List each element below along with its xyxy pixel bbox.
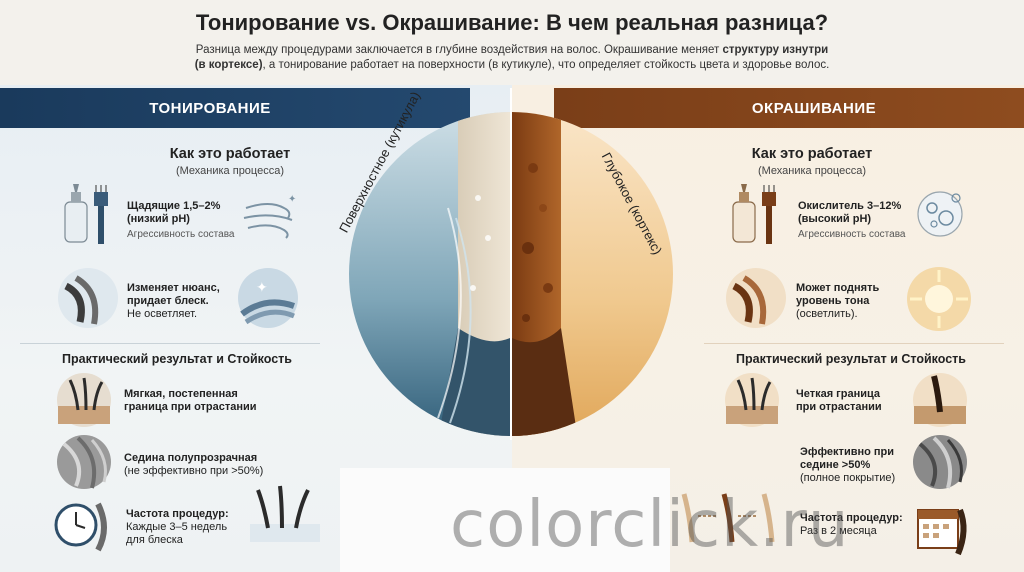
left-row2-bold2: придает блеск. xyxy=(127,295,209,307)
right-row2-text: Может поднять уровень тона (осветлить). xyxy=(796,282,916,321)
hair-cross-section-illustration xyxy=(338,88,684,440)
right-res2-line2: седине >50% xyxy=(800,459,871,471)
right-row2-bold2: уровень тона xyxy=(796,295,870,307)
right-row2-bold1: Может поднять xyxy=(796,282,880,294)
subtitle-bold2: (в кортексе) xyxy=(194,59,263,71)
gray-hair-icon xyxy=(56,434,112,495)
left-res3-bold: Частота процедур: xyxy=(126,508,229,520)
right-res2-text: Эффективно при седине >50% (полное покры… xyxy=(800,446,920,485)
right-res1-line2: при отрастании xyxy=(796,401,882,413)
left-row2-text: Изменяет нюанс, придает блеск. Не осветл… xyxy=(127,282,247,321)
gray-coverage-icon xyxy=(912,434,968,495)
left-res2-line2: (не эффективно при >50%) xyxy=(124,465,264,477)
right-res1-text: Четкая граница при отрастании xyxy=(796,388,916,414)
subtitle-bold1: структуру изнутри xyxy=(722,44,829,56)
bubbles-icon xyxy=(912,184,972,249)
left-res3-line2: Каждые 3–5 недель xyxy=(126,521,228,533)
right-res2-line3: (полное покрытие) xyxy=(800,472,896,484)
left-res2-line1: Седина полупрозрачная xyxy=(124,452,258,464)
hair-root-icon xyxy=(56,372,112,433)
bottle-brush-icon xyxy=(728,182,788,257)
hair-root-icon xyxy=(724,372,780,433)
blank-panel xyxy=(340,468,670,572)
left-row1-bold1: Щадящие 1,5–2% xyxy=(127,200,221,212)
page-subtitle: Разница между процедурами заключается в … xyxy=(150,43,874,73)
calendar-icon xyxy=(912,500,972,561)
coloring-banner: ОКРАШИВАНИЕ xyxy=(554,88,1024,128)
left-row1-bold2: (низкий pH) xyxy=(127,213,190,225)
right-row1-bold2: (высокий pH) xyxy=(798,213,872,225)
right-res2-line1: Эффективно при xyxy=(800,446,895,458)
right-result-title: Практический результат и Стойкость xyxy=(736,352,966,366)
right-how-title: Как это работает xyxy=(751,146,873,162)
right-how-subtitle: (Механика процесса) xyxy=(757,165,867,177)
page-title: Тонирование vs. Окрашивание: В чем реаль… xyxy=(195,10,829,35)
shine-hair-icon: ✦ xyxy=(236,266,300,335)
dark-root-icon xyxy=(912,372,968,433)
right-res1-line1: Четкая граница xyxy=(796,388,881,400)
soft-wind-icon: ✦ xyxy=(240,186,302,253)
right-row1-text: Окислитель 3–12% (высокий pH) Агрессивно… xyxy=(798,200,918,241)
right-res3-text: Частота процедур: Раз в 2 месяца xyxy=(800,512,910,538)
hair-follicle-icon xyxy=(248,484,322,551)
left-how-title: Как это работает xyxy=(169,146,291,162)
subtitle-part2: , а тонирование работает на поверхности … xyxy=(262,59,830,71)
left-row2-plain: Не осветляет. xyxy=(127,308,198,320)
left-row2-bold1: Изменяет нюанс, xyxy=(127,282,220,294)
right-row2-plain: (осветлить). xyxy=(796,308,858,320)
bright-sun-icon xyxy=(904,264,974,339)
left-res1-text: Мягкая, постепенная граница при отрастан… xyxy=(124,388,274,414)
hair-growth-arrows-icon xyxy=(678,486,788,555)
left-row1-muted: Агрессивность состава xyxy=(127,229,235,240)
watermark: colorclick.ru xyxy=(450,488,850,562)
brown-hair-strand-icon xyxy=(724,266,788,335)
left-how-subtitle: (Механика процесса) xyxy=(175,165,285,177)
left-result-title: Практический результат и Стойкость xyxy=(62,352,292,366)
left-res1-line2: граница при отрастании xyxy=(124,401,257,413)
clock-hair-icon xyxy=(54,498,114,557)
toning-banner: ТОНИРОВАНИЕ xyxy=(0,88,470,128)
left-res3-line3: для блеска xyxy=(126,534,183,546)
right-divider xyxy=(704,343,1004,344)
svg-text:✦: ✦ xyxy=(288,194,296,205)
svg-text:✦: ✦ xyxy=(256,279,268,295)
right-row1-bold1: Окислитель 3–12% xyxy=(798,200,902,212)
left-divider xyxy=(20,343,320,344)
right-res3-line2: Раз в 2 месяца xyxy=(800,525,877,537)
left-row1-text: Щадящие 1,5–2% (низкий pH) Агрессивность… xyxy=(127,200,247,241)
bottle-brush-icon xyxy=(60,182,120,257)
left-res3-text: Частота процедур: Каждые 3–5 недель для … xyxy=(126,508,246,547)
hair-strand-icon xyxy=(56,266,120,335)
left-res1-line1: Мягкая, постепенная xyxy=(124,388,238,400)
right-res3-bold: Частота процедур: xyxy=(800,512,903,524)
left-res2-text: Седина полупрозрачная (не эффективно при… xyxy=(124,452,294,478)
subtitle-part1: Разница между процедурами заключается в … xyxy=(195,44,723,56)
right-row1-muted: Агрессивность состава xyxy=(798,229,906,240)
